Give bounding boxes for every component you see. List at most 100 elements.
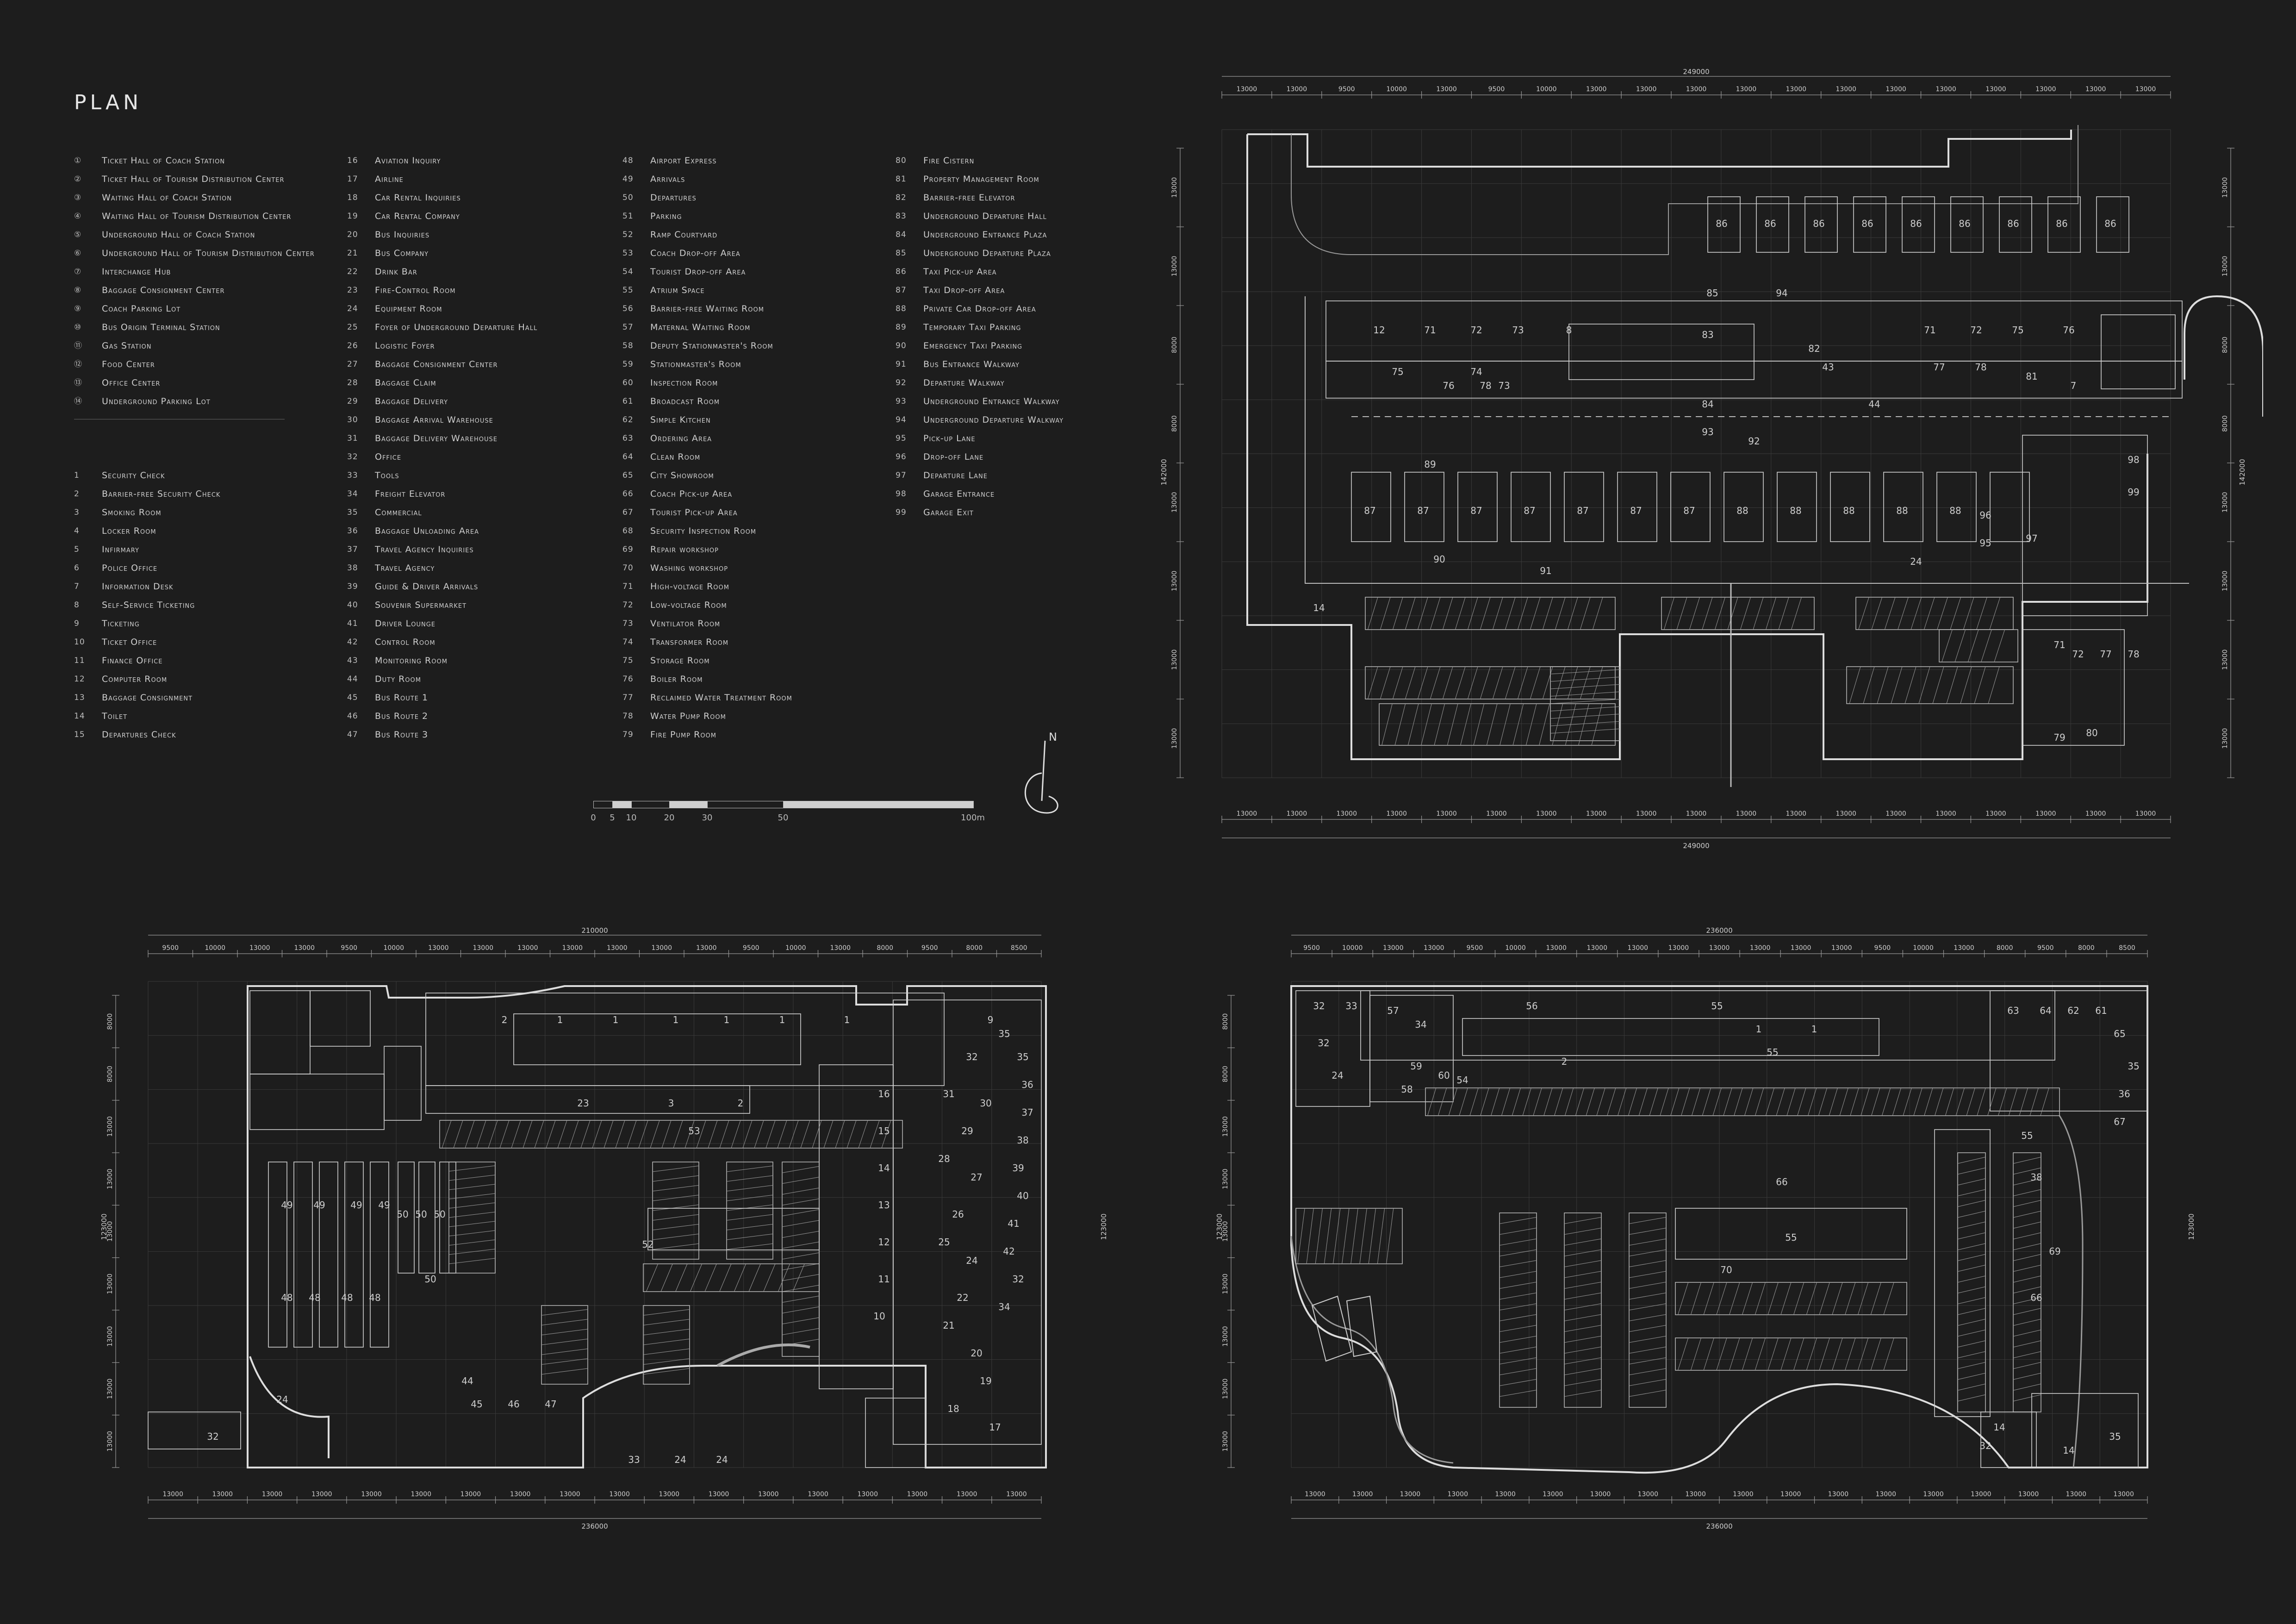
parking-stall: [1955, 1087, 1965, 1116]
outer-wall: [1247, 130, 2072, 168]
outer-wall: [247, 985, 1047, 1468]
ramp-line: [2059, 1115, 2084, 1468]
legend-label: Police Office: [102, 563, 158, 573]
legend-label: Baggage Delivery: [375, 396, 448, 406]
ramp-line: [716, 1343, 810, 1367]
room-wall: [439, 1162, 456, 1274]
parking-stall: [858, 1120, 868, 1149]
parking-stall: [1678, 1337, 1689, 1371]
legend-label: Low-voltage Room: [650, 600, 727, 610]
legend-number: 61: [622, 397, 634, 406]
parking-stall: [448, 1221, 496, 1227]
parking-stall: [1586, 1087, 1595, 1116]
room-number: 55: [1767, 1047, 1778, 1058]
legend-label: Clean Room: [650, 452, 701, 462]
room-wall: [1936, 472, 1977, 542]
parking-stall: [1755, 1282, 1766, 1315]
dimension-label: 13000: [1836, 810, 1856, 818]
parking-stall: [465, 1120, 475, 1149]
parking-stall: [1849, 666, 1861, 704]
room-number: 87: [1683, 505, 1695, 516]
room-number: 86: [1959, 218, 1970, 229]
parking-stall: [1981, 629, 1992, 662]
parking-stall: [1575, 1087, 1584, 1116]
room-number: 87: [1364, 505, 1375, 516]
room-number: 47: [545, 1399, 556, 1410]
room-number: 1: [557, 1014, 563, 1025]
room-number: 34: [1415, 1019, 1426, 1030]
legend-number: 1: [74, 471, 80, 480]
parking-stall: [1690, 1337, 1702, 1371]
parking-stall: [1542, 666, 1553, 700]
parking-stall: [1786, 1087, 1796, 1116]
legend-label: Baggage Claim: [375, 378, 436, 388]
parking-stall: [1819, 1282, 1830, 1315]
room-number: 88: [1949, 505, 1961, 516]
legend-number: 11: [74, 656, 85, 665]
dimension-label: 13000: [1436, 810, 1457, 818]
parking-stall: [1564, 1314, 1602, 1321]
parking-stall: [696, 1120, 706, 1149]
legend-number: 28: [347, 378, 358, 387]
parking-stall: [652, 1243, 699, 1250]
legend-number: 65: [622, 471, 634, 480]
north-arrow-icon: N: [1024, 731, 1058, 814]
parking-stall: [1407, 703, 1419, 746]
legend-number: 20: [347, 230, 358, 239]
room-number: 46: [508, 1399, 519, 1410]
parking-stall: [1918, 666, 1930, 704]
room-number: 35: [998, 1028, 1010, 1039]
parking-stall: [1989, 597, 2001, 630]
room-number: 35: [1017, 1051, 1028, 1062]
room-number: 86: [1861, 218, 1873, 229]
legend-label: Ordering Area: [650, 433, 712, 443]
dimension-label: 13000: [1733, 1491, 1754, 1498]
parking-stall: [1564, 1271, 1602, 1278]
legend-number: 53: [622, 249, 634, 258]
parking-stall: [1690, 1282, 1702, 1315]
legend-number: 19: [347, 212, 358, 221]
dimension-total: 123000: [1100, 1213, 1108, 1240]
parking-stall: [1368, 1208, 1376, 1264]
legend-label: Waiting Hall of Coach Station: [102, 193, 232, 203]
dimension-label: 13000: [1954, 944, 1974, 952]
parking-stall: [1480, 597, 1491, 630]
room-number: 37: [1021, 1107, 1033, 1118]
parking-block: [1855, 597, 2014, 630]
parking-stall: [1960, 666, 1972, 704]
room-number: 44: [461, 1375, 473, 1387]
parking-stall: [1434, 703, 1445, 746]
parking-block: [1675, 1337, 1907, 1371]
parking-stall: [1381, 703, 1393, 746]
room-number: 55: [1785, 1232, 1797, 1243]
room-number: 50: [397, 1209, 408, 1220]
room-number: 88: [1736, 505, 1748, 516]
legend-label: Garage Exit: [923, 507, 974, 518]
parking-stall: [731, 1120, 741, 1149]
room-wall: [819, 1064, 894, 1389]
legend-number: 27: [347, 360, 358, 369]
legend-label: Drop-off Lane: [923, 452, 984, 462]
legend-label: Taxi Pick-up Area: [923, 267, 997, 277]
parking-stall: [1932, 666, 1944, 704]
parking-stall: [1845, 1337, 1856, 1371]
dimension-label: 13000: [1736, 86, 1757, 93]
legend-number: 83: [896, 212, 907, 221]
parking-stall: [652, 1204, 699, 1211]
parking-stall: [2013, 1330, 2041, 1337]
room-number: 86: [1910, 218, 1922, 229]
room-wall: [425, 993, 945, 1086]
parking-stall: [1702, 597, 1713, 630]
room-wall: [1568, 324, 1755, 380]
parking-stall: [652, 1185, 699, 1192]
room-number: 36: [1021, 1079, 1033, 1090]
dimension-label: 13000: [411, 1491, 431, 1498]
room-number: 19: [980, 1375, 991, 1387]
dimension-label: 13000: [1222, 1431, 1229, 1452]
legend-number: 74: [622, 637, 634, 647]
